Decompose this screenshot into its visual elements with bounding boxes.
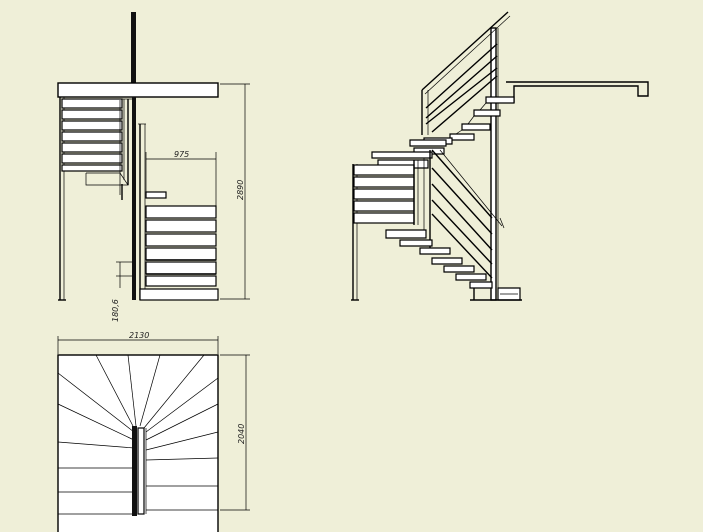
dim-975: 975 [145, 150, 217, 206]
front-newel-post [131, 12, 136, 84]
dim-2890-label: 2890 [236, 180, 245, 200]
side-stringers [431, 149, 505, 279]
dim-2130: 2130 [57, 331, 219, 354]
side-elevation [351, 11, 649, 301]
front-lower-flight [139, 191, 219, 301]
side-handrail [421, 11, 511, 135]
dim-riser-label: 180,6 [111, 299, 120, 322]
dim-2890: 2890 [220, 83, 250, 300]
side-middle-flight [353, 150, 431, 250]
plan-winder-lines [57, 354, 219, 515]
dim-2040-label: 2040 [237, 424, 246, 444]
plan-view: 2130 2040 [57, 331, 250, 532]
front-landing-slab [57, 82, 219, 98]
front-elevation: 975 2890 180,6 [57, 12, 250, 322]
dim-975-label: 975 [174, 150, 189, 159]
side-landing-platform [506, 81, 649, 103]
front-central-post [132, 97, 136, 300]
dim-2130-label: 2130 [129, 331, 149, 340]
plan-central-beam [132, 426, 137, 516]
dim-2040: 2040 [220, 354, 250, 511]
side-lower-flight [385, 229, 522, 301]
dim-riser: 180,6 [111, 261, 132, 322]
front-upper-flight [61, 98, 132, 186]
